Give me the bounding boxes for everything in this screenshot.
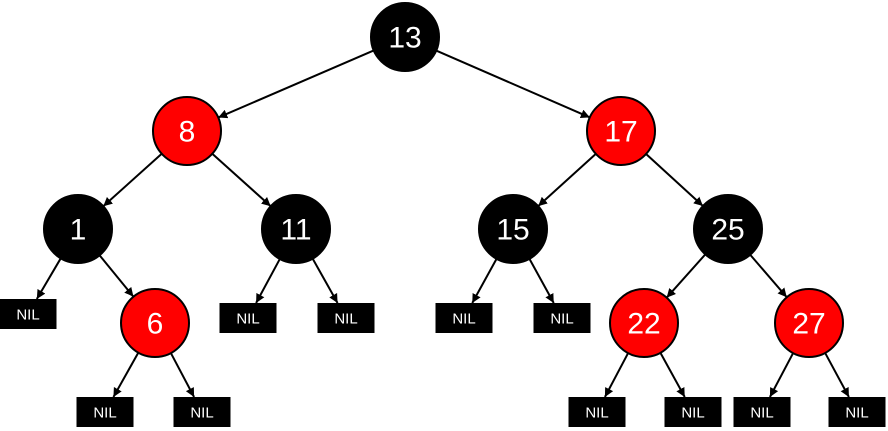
nil-label: NIL	[334, 311, 357, 328]
nil-leaf: NIL	[568, 397, 626, 427]
node-label: 15	[496, 214, 529, 247]
node-label: 25	[711, 214, 744, 247]
node-label: 8	[179, 116, 196, 149]
node-label: 22	[627, 308, 660, 341]
edge-n15-nil15a	[471, 258, 498, 304]
node-label: 6	[147, 308, 164, 341]
nil-label: NIL	[750, 405, 773, 422]
node-circle-black	[693, 194, 763, 264]
edge-n11-nil11b	[311, 258, 339, 304]
nil-leaf: NIL	[219, 303, 277, 333]
tree-node-27: 27	[774, 288, 844, 358]
edge-n25-n27	[749, 254, 788, 298]
edge-n27-nil27b	[824, 352, 850, 398]
nil-box	[317, 303, 375, 333]
tree-node-1: 1	[43, 194, 113, 264]
node-label: 27	[792, 308, 825, 341]
nil-leaf: NIL	[0, 299, 57, 329]
edge-n17-n15	[537, 153, 597, 207]
nil-leaf: NIL	[76, 397, 134, 427]
edge-n17-n25	[645, 153, 704, 207]
nil-box	[219, 303, 277, 333]
node-label: 1	[70, 214, 87, 247]
nil-label: NIL	[190, 405, 213, 422]
edge-n6-nil6b	[169, 352, 195, 398]
tree-node-8: 8	[152, 96, 222, 166]
edge-n25-n22	[665, 253, 707, 299]
nil-box	[173, 397, 231, 427]
nil-leaf: NIL	[317, 303, 375, 333]
tree-node-6: 6	[120, 288, 190, 358]
nil-box	[533, 303, 591, 333]
nil-leaf: NIL	[435, 303, 493, 333]
tree-node-17: 17	[586, 96, 656, 166]
tree-node-25: 25	[693, 194, 763, 264]
node-circle-red	[586, 96, 656, 166]
nil-leaf: NIL	[733, 397, 791, 427]
tree-node-13: 13	[370, 2, 440, 72]
edge-n8-n11	[211, 152, 272, 208]
nil-box	[568, 397, 626, 427]
node-circle-red	[120, 288, 190, 358]
nil-label: NIL	[550, 311, 573, 328]
nil-label: NIL	[452, 311, 475, 328]
edge-n27-nil27a	[769, 352, 795, 398]
node-label: 13	[388, 22, 421, 55]
node-circle-red	[609, 288, 679, 358]
node-circle-black	[43, 194, 113, 264]
tree-node-22: 22	[609, 288, 679, 358]
nil-box	[828, 397, 886, 427]
node-circle-red	[152, 96, 222, 166]
nil-label: NIL	[845, 405, 868, 422]
node-circle-red	[774, 288, 844, 358]
node-label: 17	[604, 116, 637, 149]
nil-box	[733, 397, 791, 427]
edges-layer	[35, 49, 850, 398]
nil-label: NIL	[236, 311, 259, 328]
tree-node-11: 11	[261, 194, 331, 264]
node-circle-black	[261, 194, 331, 264]
edge-n6-nil6a	[112, 352, 140, 398]
edge-n11-nil11a	[255, 258, 281, 304]
edge-n13-n8	[217, 49, 375, 119]
nil-box	[0, 299, 57, 329]
edge-n13-n17	[435, 49, 591, 119]
nil-label: NIL	[16, 307, 39, 324]
edge-n1-nil1	[35, 257, 62, 300]
tree-node-15: 15	[478, 194, 548, 264]
nil-leaf: NIL	[533, 303, 591, 333]
edge-n15-nil15b	[528, 258, 555, 304]
nil-box	[76, 397, 134, 427]
nil-label: NIL	[93, 405, 116, 422]
nil-leaf: NIL	[664, 397, 722, 427]
edge-n22-nil22b	[659, 352, 686, 398]
node-label: 11	[280, 214, 311, 247]
nil-leaf: NIL	[173, 397, 231, 427]
nil-label: NIL	[585, 405, 608, 422]
edge-n8-n1	[102, 152, 163, 208]
node-circle-black	[478, 194, 548, 264]
nil-box	[435, 303, 493, 333]
nil-leaf: NIL	[828, 397, 886, 427]
nil-label: NIL	[681, 405, 704, 422]
edge-n22-nil22a	[604, 352, 630, 398]
nil-box	[664, 397, 722, 427]
edge-n1-n6	[98, 254, 135, 298]
node-circle-black	[370, 2, 440, 72]
